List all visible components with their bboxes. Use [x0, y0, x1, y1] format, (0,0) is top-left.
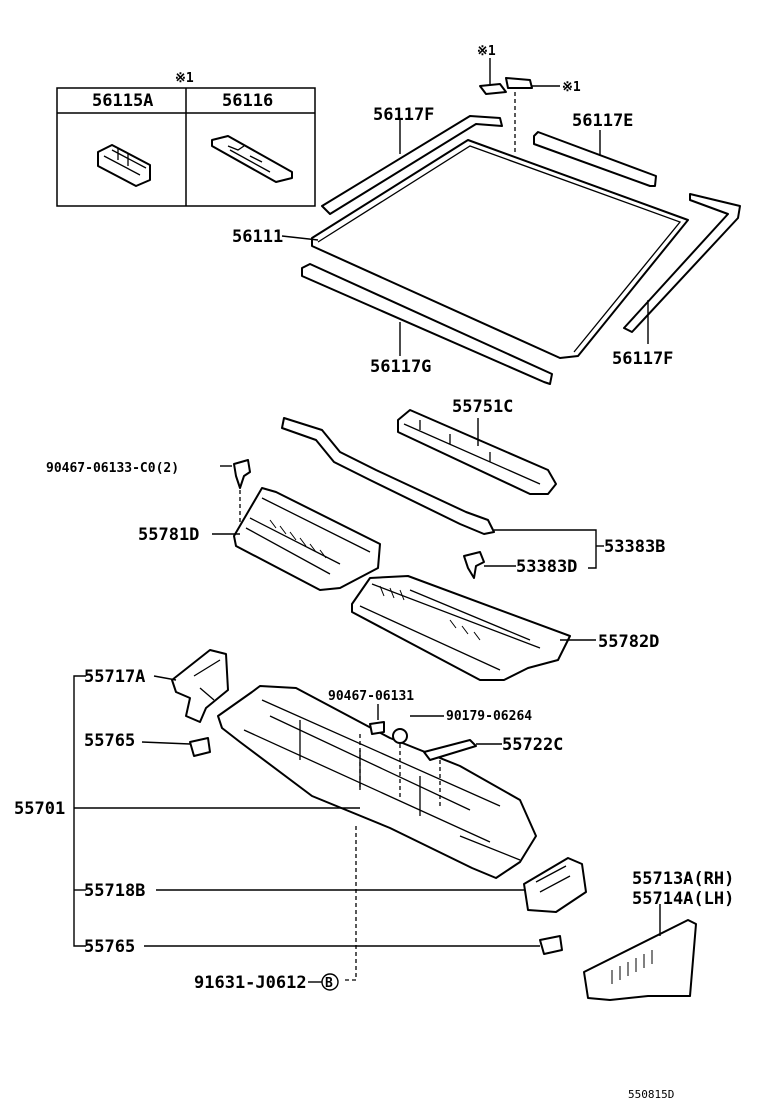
- label-55714A: 55714A(LH): [632, 889, 734, 909]
- molding-56117E: [533, 131, 657, 187]
- label-55718B: 55718B: [84, 881, 145, 901]
- molding-56117F-top: [321, 115, 503, 215]
- label-55751C: 55751C: [452, 397, 513, 417]
- clip-53383D: [463, 551, 485, 579]
- louver-55781D: 55781D: [138, 487, 381, 591]
- label-56117E: 56117E: [572, 111, 633, 131]
- label-55765-a: 55765: [84, 731, 135, 751]
- circle-ref-letter: B: [325, 976, 333, 991]
- clip-small-top: [479, 83, 507, 95]
- louver-body-55781D: [233, 487, 381, 591]
- label-90467-06131: 90467-06131: [328, 689, 414, 704]
- note-mark-right: ※1: [562, 80, 581, 95]
- bracket-55718B-body: [523, 857, 587, 913]
- cowl-panel-body: [217, 685, 537, 879]
- figure-code: 550815D: [628, 1088, 674, 1101]
- clip-body-90467-06133: [233, 459, 251, 489]
- side-panel-body: [583, 919, 697, 1001]
- bracket-55717A: [171, 649, 229, 723]
- label-56116: 56116: [222, 91, 273, 111]
- clip-small-right: [505, 77, 533, 89]
- seal-55751C: [397, 409, 557, 495]
- louver-body-55782D: [351, 575, 571, 681]
- bracket-55765-b-drawing: [144, 935, 563, 955]
- bolt-91631: B 91631-J0612: [194, 826, 357, 993]
- note-mark-top: ※1: [477, 44, 496, 59]
- label-90179-06264: 90179-06264: [446, 709, 532, 724]
- bracket-55765-a: [189, 737, 211, 757]
- label-53383D: 53383D: [516, 557, 577, 577]
- label-55713A: 55713A(RH): [632, 869, 734, 889]
- clip-56115A-drawing: [97, 144, 151, 187]
- molding-56117G: [301, 263, 553, 385]
- windshield-glass-56111: [311, 139, 689, 359]
- brackets-left: [141, 649, 229, 757]
- fasteners-center: 90467-06131 90179-06264 55722C: [328, 689, 563, 806]
- molding-56117F-right: [623, 193, 741, 333]
- group-53383: 53383D 53383B: [463, 529, 665, 579]
- label-91631-J0612: 91631-J0612: [194, 973, 307, 993]
- label-55782D: 55782D: [598, 632, 659, 652]
- top-clips: ※1 ※1: [477, 44, 581, 155]
- label-56117G: 56117G: [370, 357, 431, 377]
- clip-56116-drawing: [211, 135, 293, 183]
- circle-ref-b: [321, 973, 339, 991]
- label-55722C: 55722C: [502, 735, 563, 755]
- weatherstrip-long: [281, 417, 495, 535]
- label-55701: 55701: [14, 799, 65, 819]
- clip-90467-06131: [369, 721, 385, 735]
- clip-90467-06133: 90467-06133-C0(2): [46, 459, 251, 524]
- label-55781D: 55781D: [138, 525, 199, 545]
- legend-box: ※1 56115A 56116: [56, 71, 316, 207]
- label-53383B: 53383B: [604, 537, 665, 557]
- side-panel-55713A: 55713A(RH) 55714A(LH): [583, 869, 734, 1001]
- label-56117F-right: 56117F: [612, 349, 673, 369]
- windshield-group: 56117F 56117E 56111 56117G 56117F: [232, 105, 741, 385]
- brace-55722C: [423, 739, 477, 761]
- left-bracket-labels: 55717A 55765 55701 55718B 55765: [14, 667, 145, 957]
- bracket-55718B: [156, 857, 587, 913]
- label-56111: 56111: [232, 227, 283, 247]
- label-56117F-top: 56117F: [373, 105, 434, 125]
- label-55765-b: 55765: [84, 937, 135, 957]
- nut-90179-06264: [392, 728, 408, 744]
- cowl-panel-55701: [74, 685, 537, 879]
- label-56115A: 56115A: [92, 91, 153, 111]
- louver-55782D: 55782D: [351, 575, 659, 681]
- label-55717A: 55717A: [84, 667, 145, 687]
- label-90467-06133: 90467-06133-C0(2): [46, 461, 179, 476]
- legend-note-mark: ※1: [175, 71, 194, 86]
- cowl-seal-group: 55751C: [281, 397, 557, 535]
